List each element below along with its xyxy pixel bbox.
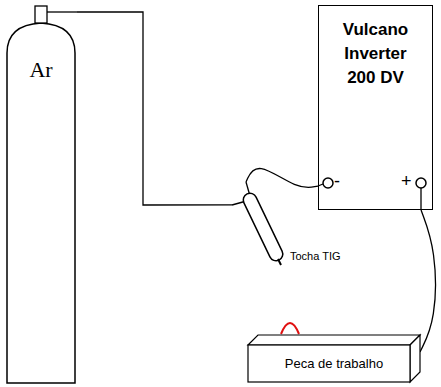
power-supply-box-text: Vulcano Inverter 200 DV xyxy=(331,18,421,90)
hose-stub xyxy=(47,11,77,12)
workpiece-block: Peca de trabalho xyxy=(248,335,420,383)
welding-arc xyxy=(281,323,299,334)
terminal-lead xyxy=(420,188,421,210)
terminal-sign: + xyxy=(401,171,412,192)
positive-terminal xyxy=(416,178,426,188)
cable-line xyxy=(420,210,435,352)
workpiece-block-text: Peca de trabalho xyxy=(253,356,415,371)
workpiece-top xyxy=(248,335,420,345)
torch-outline xyxy=(250,200,276,254)
gas-cylinder-text: Ar xyxy=(5,57,77,83)
tig-torch-text: Tocha TIG xyxy=(290,250,341,262)
tig-torch: Tocha TIG xyxy=(232,182,288,268)
gas-cylinder: Ar xyxy=(5,5,77,385)
torch-electrode xyxy=(278,259,281,265)
torch-body xyxy=(250,200,276,254)
workpiece-side xyxy=(410,335,420,382)
negative-terminal xyxy=(323,178,333,188)
cable-line xyxy=(77,12,232,205)
cable-line xyxy=(246,169,318,188)
terminal-sign: - xyxy=(334,171,340,192)
tig-torch-outline xyxy=(232,182,288,268)
cylinder-valve xyxy=(35,6,47,23)
